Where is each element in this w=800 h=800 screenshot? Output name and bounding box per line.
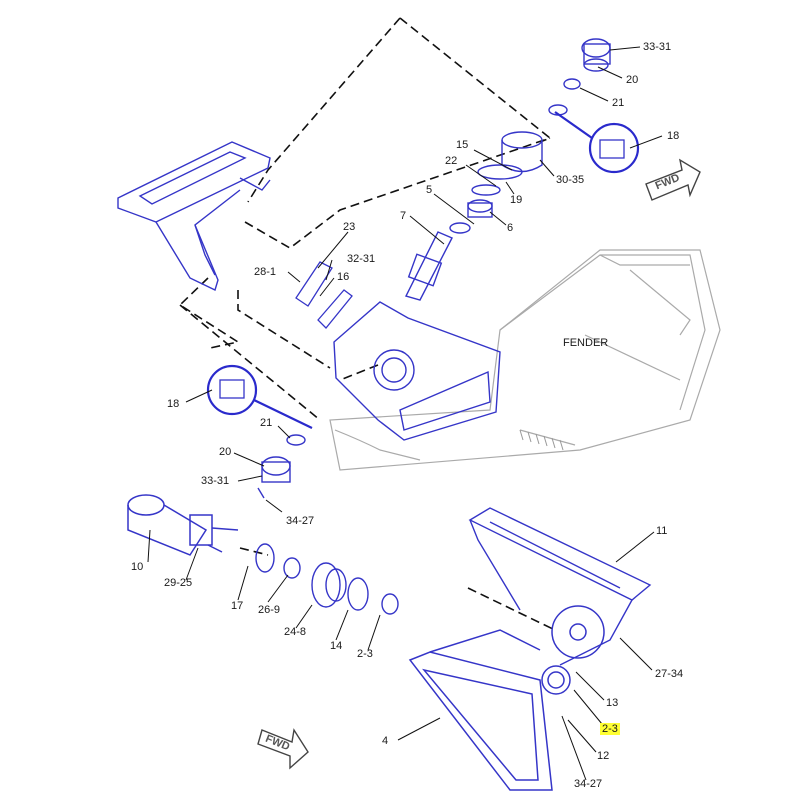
callout-27-34: 27-34	[655, 668, 684, 680]
callout-13: 13	[606, 697, 619, 709]
fender-label: FENDER	[563, 337, 609, 349]
detail-circle-18-top	[554, 111, 640, 174]
callout-34-27-bottom: 34-27	[574, 778, 603, 790]
left-small-parts	[257, 434, 306, 499]
callout-4: 4	[382, 735, 389, 747]
callout-11: 11	[656, 525, 668, 537]
ring-stack-parts	[255, 543, 399, 615]
exploded-path-lines	[178, 17, 556, 631]
callout-7: 7	[400, 210, 407, 222]
callout-12: 12	[597, 750, 610, 762]
clip-parts	[295, 261, 353, 329]
center-stack-parts	[449, 131, 543, 234]
callout-26-9: 26-9	[258, 604, 281, 616]
callout-22: 22	[445, 155, 458, 167]
callout-33-31-top: 33-31	[643, 41, 672, 53]
callout-21-top: 21	[612, 97, 625, 109]
gear-hub-part	[541, 605, 605, 695]
callout-17: 17	[231, 600, 244, 612]
shaft-7-part	[404, 231, 453, 301]
upper-bracket-part	[117, 141, 271, 291]
fwd-arrow-bottom	[257, 728, 309, 770]
callout-2-3-highlighted: 2-3	[600, 723, 620, 735]
callout-33-31-left: 33-31	[201, 475, 230, 487]
detail-circle-18-left	[206, 364, 313, 429]
callout-20-top: 20	[626, 74, 639, 86]
callout-30-35: 30-35	[556, 174, 585, 186]
callout-6: 6	[507, 222, 514, 234]
callout-24-8: 24-8	[284, 626, 307, 638]
fwd-arrow-top	[645, 158, 701, 201]
callout-20-left: 20	[219, 446, 232, 458]
fender-grille	[519, 429, 564, 451]
callout-32-31: 32-31	[347, 253, 376, 265]
callout-34-27-mid: 34-27	[286, 515, 315, 527]
lower-bracket-part	[468, 507, 652, 666]
lower-pedal-arm-part	[408, 629, 553, 791]
callout-29-25: 29-25	[164, 577, 193, 589]
callout-19: 19	[510, 194, 523, 206]
motor-10-part	[127, 494, 239, 556]
callout-28-1: 28-1	[254, 266, 277, 278]
fender-outline	[329, 249, 721, 471]
leader-lines	[147, 46, 663, 781]
callout-15: 15	[456, 139, 469, 151]
callout-5: 5	[426, 184, 433, 196]
detail-connector-blocks	[219, 139, 625, 399]
callout-10: 10	[131, 561, 144, 573]
callout-18-left: 18	[167, 398, 180, 410]
callout-21-left: 21	[260, 417, 273, 429]
top-right-small-parts	[548, 38, 611, 116]
callout-16: 16	[337, 271, 350, 283]
callout-2-3-left: 2-3	[357, 648, 373, 660]
callout-18-top: 18	[667, 130, 680, 142]
callout-23: 23	[343, 221, 356, 233]
callout-14: 14	[330, 640, 343, 652]
middle-housing-part	[333, 301, 501, 441]
